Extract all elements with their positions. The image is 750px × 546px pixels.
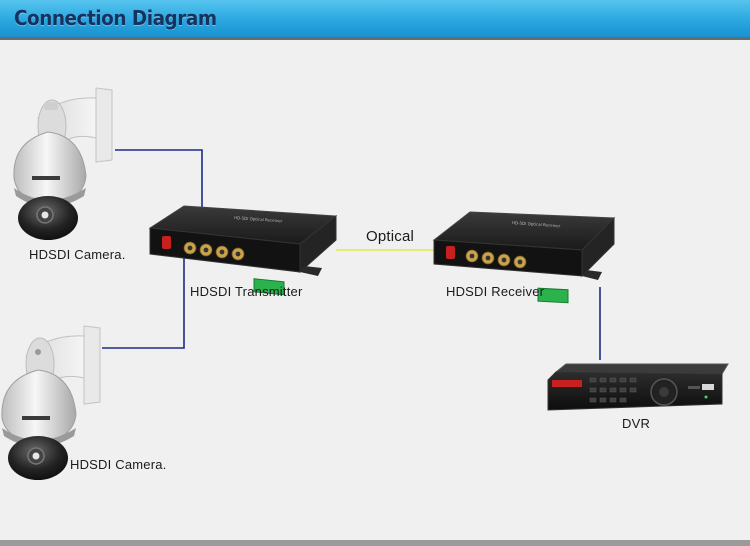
camera-2-label: HDSDI Camera.: [70, 457, 167, 472]
optical-label: Optical: [366, 228, 415, 245]
ptz-dome-camera-icon: [13, 87, 113, 240]
transmitter-label: HDSDI Transmitter: [190, 284, 303, 299]
fiber-receiver-icon: HD-SDI Optical Receiver: [432, 211, 616, 304]
ptz-dome-camera-icon: [1, 325, 101, 480]
receiver-label: HDSDI Receiver: [446, 284, 545, 299]
dvr-recorder-icon: [547, 363, 729, 411]
coax-cable-camera-2: [102, 258, 185, 349]
page-title: Connection Diagram: [14, 6, 217, 30]
header-bar: Connection Diagram: [0, 0, 750, 40]
dvr-label: DVR: [622, 416, 651, 431]
transmitter-front-text: HD-SDI Optical Receiver: [234, 215, 283, 223]
coax-cable-camera-1: [115, 149, 203, 214]
bottom-divider: [0, 540, 750, 546]
camera-1-label: HDSDI Camera.: [29, 247, 126, 262]
receiver-front-text: HD-SDI Optical Receiver: [512, 220, 561, 228]
fiber-transmitter-icon: HD-SDI Optical Receiver: [148, 205, 338, 296]
